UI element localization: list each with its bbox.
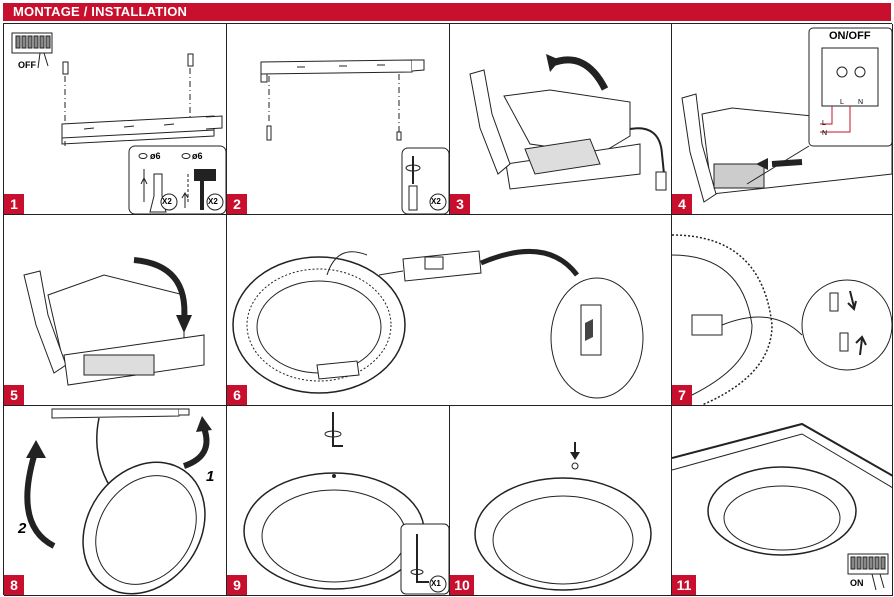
step-5-panel: 5 — [4, 215, 227, 406]
step-1-illustration — [11, 32, 226, 214]
installation-grid: OFF ø6 ø6 X2 X2 1 X2 2 — [3, 23, 893, 596]
step-8-panel: 1 2 8 — [4, 406, 227, 596]
hammer-qty-label: X2 — [208, 197, 218, 206]
terminal-n-label: N — [858, 99, 864, 106]
arrow-1-label: 1 — [206, 468, 215, 485]
step-11-illustration — [672, 422, 892, 591]
step-4-panel: ON/OFF L N L N 4 — [672, 24, 893, 215]
terminal-l-label: L — [840, 99, 844, 106]
step-6-illustration — [232, 249, 644, 399]
step-3-number: 3 — [450, 194, 470, 214]
step-6-number: 6 — [227, 385, 247, 405]
step-9-illustration — [243, 412, 449, 595]
step-11-number: 11 — [672, 575, 696, 595]
switch-on-label: ON — [850, 578, 864, 588]
screw-qty-label: X2 — [431, 197, 441, 206]
dowel-size-label: ø6 — [192, 151, 203, 161]
wire-l-label: L — [822, 120, 826, 127]
step-5-illustration — [23, 257, 205, 386]
step-8-illustration — [24, 408, 212, 595]
step-9-panel: X1 9 — [227, 406, 450, 596]
step-7-panel: 7 — [672, 215, 893, 406]
step-3-illustration — [469, 54, 667, 191]
key-qty-label: X1 — [431, 579, 441, 588]
step-8-number: 8 — [4, 575, 24, 595]
step-2-number: 2 — [227, 194, 247, 214]
page-title: MONTAGE / INSTALLATION — [3, 3, 891, 21]
step-3-panel: 3 — [450, 24, 672, 215]
step-10-illustration — [474, 442, 652, 591]
step-2-illustration — [260, 59, 449, 214]
wire-n-label: N — [822, 130, 828, 137]
step-2-panel: X2 2 — [227, 24, 450, 215]
step-11-panel: ON 11 — [672, 406, 893, 596]
on-off-title: ON/OFF — [829, 30, 871, 42]
step-4-illustration — [681, 27, 892, 203]
step-7-illustration — [672, 234, 892, 405]
step-5-number: 5 — [4, 385, 24, 405]
step-1-panel: OFF ø6 ø6 X2 X2 1 — [4, 24, 227, 215]
step-6-panel: 6 — [227, 215, 672, 406]
arrow-2-label: 2 — [18, 520, 27, 537]
step-1-number: 1 — [4, 194, 24, 214]
step-7-number: 7 — [672, 385, 692, 405]
step-10-panel: 10 — [450, 406, 672, 596]
switch-off-label: OFF — [18, 60, 36, 70]
step-10-number: 10 — [450, 575, 474, 595]
step-9-number: 9 — [227, 575, 247, 595]
drill-qty-label: X2 — [162, 197, 172, 206]
step-4-number: 4 — [672, 194, 692, 214]
drill-size-label: ø6 — [150, 151, 161, 161]
